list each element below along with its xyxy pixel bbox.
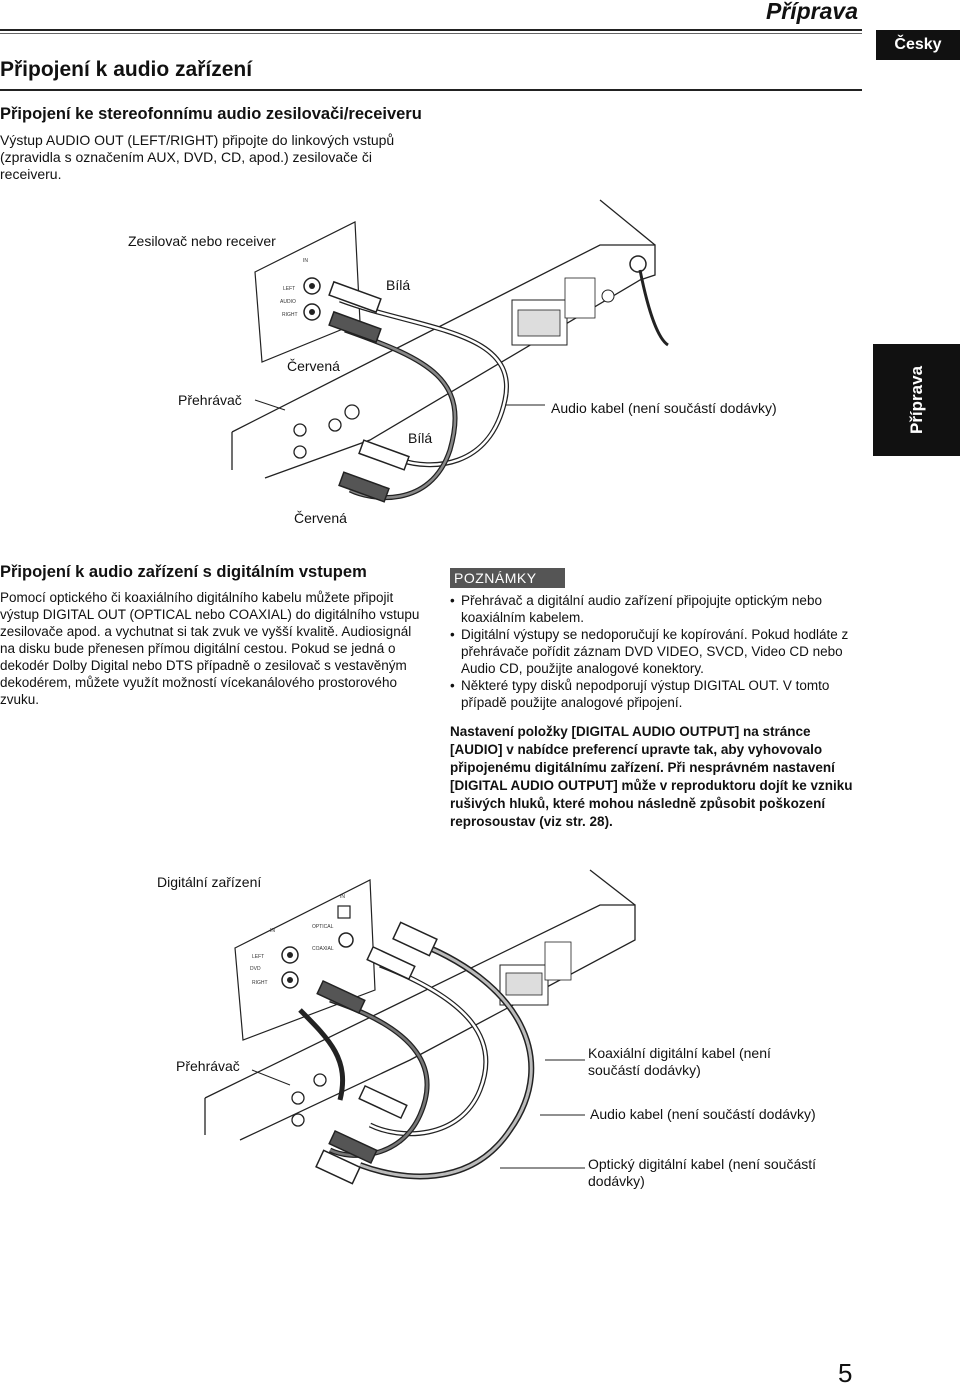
audio-cables [328,269,669,503]
dev-coaxial-label: COAXIAL [312,946,334,952]
amp-right-label: RIGHT [282,312,298,318]
digital-heading: Připojení k audio zařízení s digitálním … [0,563,367,581]
coax-cable-label: Koaxiální digitální kabel (není součástí… [588,1045,771,1078]
digital-cables [298,921,535,1185]
dev-optical-label: OPTICAL [312,924,334,930]
header-title: Příprava [765,0,858,24]
digital-output-warning: Nastavení položky [DIGITAL AUDIO OUTPUT]… [450,724,853,829]
red-label-top: Červená [287,358,340,374]
leader-lines-1 [254,399,545,411]
stereo-heading: Připojení ke stereofonnímu audio zesilov… [0,105,422,123]
digital-text: Pomocí optického či koaxiálního digitáln… [0,590,420,707]
amp-audio-label: AUDIO [280,299,296,305]
amp-left-label: LEFT [283,286,295,292]
amp-in-label: IN [303,258,308,264]
cable-label: Audio kabel (není součástí dodávky) [551,400,777,416]
white-label-top: Bílá [386,277,411,293]
notes-heading: POZNÁMKY [450,568,565,588]
dev-right-label: RIGHT [252,980,268,986]
header-rule [0,29,862,31]
section-title: Připojení k audio zařízení [0,58,253,81]
white-label-bottom: Bílá [408,430,433,446]
player-rear-panel-2 [204,869,636,1141]
note-item: Přehrávač a digitální audio zařízení při… [450,592,860,626]
leader-lines-2 [251,1059,585,1169]
page-number: 5 [838,1358,853,1388]
note-item: Některé typy disků nepodporují výstup DI… [450,677,860,711]
dev-in2-label: IN [340,894,345,900]
player-rear-panel [231,199,656,479]
stereo-text: Výstup AUDIO OUT (LEFT/RIGHT) připojte d… [0,132,395,182]
note-item: Digitální výstupy se nedoporučují ke kop… [450,626,860,677]
player-label-2: Přehrávač [176,1058,240,1074]
amplifier-label: Zesilovač nebo receiver [128,233,276,249]
language-tab: Česky [876,30,960,60]
digital-device-label: Digitální zařízení [157,874,262,890]
optical-cable-label: Optický digitální kabel (není součástí d… [588,1156,817,1189]
red-label-bottom: Červená [294,510,347,526]
player-label: Přehrávač [178,392,242,408]
dev-dvd-label: DVD [250,966,261,972]
dev-in-label: IN [270,928,275,934]
header-rule-thin [0,33,862,34]
notes-list: Přehrávač a digitální audio zařízení při… [450,592,860,711]
audio-cable-label-2: Audio kabel (není součástí dodávky) [590,1106,816,1122]
side-tab: Příprava [873,344,960,456]
dev-left-label: LEFT [252,954,264,960]
section-rule [0,89,862,91]
